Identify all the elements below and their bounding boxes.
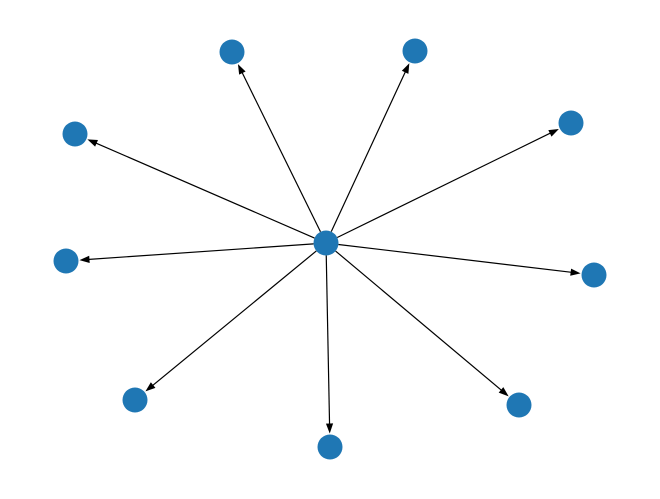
arrowhead-n7: [145, 382, 156, 392]
leaf-node-n4: [558, 110, 584, 136]
edges-layer: [79, 63, 581, 434]
edge-hub-n1: [240, 71, 322, 233]
leaf-node-n5: [53, 248, 79, 274]
leaf-node-n2: [402, 38, 428, 64]
arrowhead-n5: [79, 255, 90, 263]
edge-hub-n3: [94, 142, 315, 239]
arrowhead-n1: [237, 64, 246, 75]
leaf-node-n7: [122, 387, 148, 413]
leaf-node-n3: [62, 121, 88, 147]
arrowhead-n6: [570, 268, 581, 276]
edge-hub-n5: [87, 243, 314, 261]
nodes-layer: [53, 38, 607, 460]
edge-hub-n8: [335, 250, 503, 392]
leaf-node-n6: [581, 262, 607, 288]
arrowhead-n9: [325, 423, 334, 434]
edge-hub-n7: [151, 250, 317, 387]
leaf-node-n8: [506, 392, 532, 418]
edge-hub-n2: [330, 70, 407, 232]
arrowhead-n3: [87, 139, 98, 147]
edge-hub-n4: [336, 131, 552, 239]
hub-node: [313, 230, 339, 256]
edge-hub-n6: [338, 243, 573, 274]
arrowhead-n2: [401, 63, 410, 74]
leaf-node-n1: [219, 39, 245, 65]
leaf-node-n9: [317, 434, 343, 460]
edge-hub-n9: [325, 255, 331, 426]
arrowhead-n8: [498, 387, 509, 397]
arrowhead-n4: [548, 128, 559, 137]
